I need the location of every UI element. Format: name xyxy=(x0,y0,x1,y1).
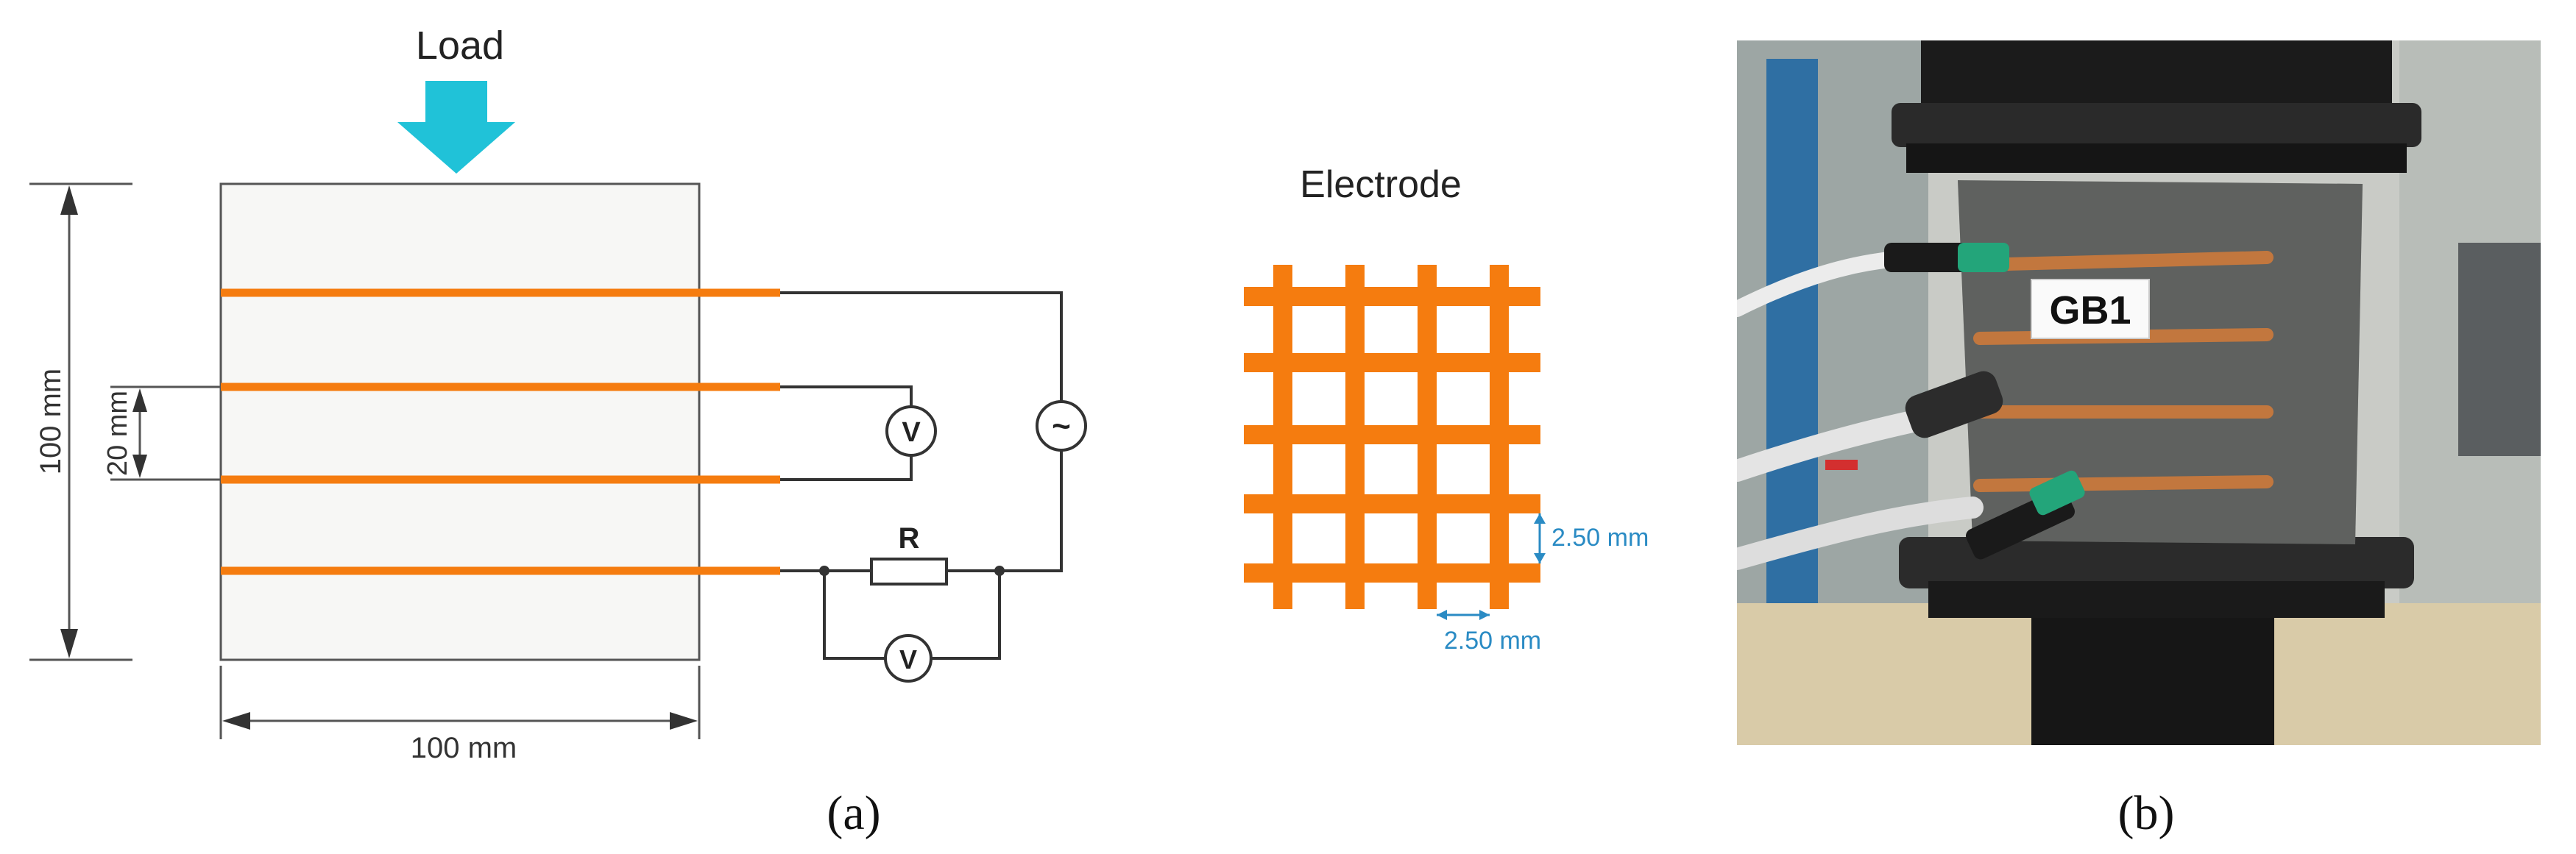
voltmeter-icon xyxy=(885,405,937,457)
mesh-vertical-dimension xyxy=(1534,513,1546,563)
ac-source-icon xyxy=(1036,400,1087,452)
voltmeter-icon xyxy=(884,634,933,683)
electrode-mesh xyxy=(1244,265,1540,609)
voltmeter-label: V xyxy=(899,644,917,675)
junction-node-right xyxy=(994,566,1005,576)
ac-source-symbol: ~ xyxy=(1052,408,1071,444)
height-dimension xyxy=(29,182,132,661)
mesh-horizontal-dimension xyxy=(1437,610,1490,620)
junction-node-left xyxy=(819,566,829,576)
panel-a-caption: (a) xyxy=(827,786,880,840)
spacing-dimension xyxy=(110,385,221,481)
schematic-panel: Load R V V ~ 100 mm xyxy=(29,24,1649,840)
resistor-label: R xyxy=(899,522,920,555)
mesh-horizontal-dimension-label: 2.50 mm xyxy=(1444,627,1541,655)
electrode-title: Electrode xyxy=(1300,163,1462,206)
concrete-specimen xyxy=(219,182,701,661)
resistor-icon xyxy=(870,558,948,586)
width-dimension xyxy=(219,666,701,739)
spacing-dimension-label: 20 mm xyxy=(102,391,133,476)
load-label: Load xyxy=(416,24,504,68)
electrodes xyxy=(221,288,780,575)
mesh-vertical-dimension-label: 2.50 mm xyxy=(1551,524,1649,552)
panel-b-caption: (b) xyxy=(2118,786,2175,840)
width-dimension-label: 100 mm xyxy=(411,732,517,764)
specimen-tag: GB1 xyxy=(2049,288,2131,332)
height-dimension-label: 100 mm xyxy=(35,369,67,475)
voltmeter-label: V xyxy=(902,417,921,448)
load-arrow-icon xyxy=(397,81,515,174)
circuit-wires xyxy=(780,291,1063,660)
photo-panel: GB1 (b) xyxy=(1737,40,2541,840)
test-setup-photo: GB1 xyxy=(1737,40,2541,745)
